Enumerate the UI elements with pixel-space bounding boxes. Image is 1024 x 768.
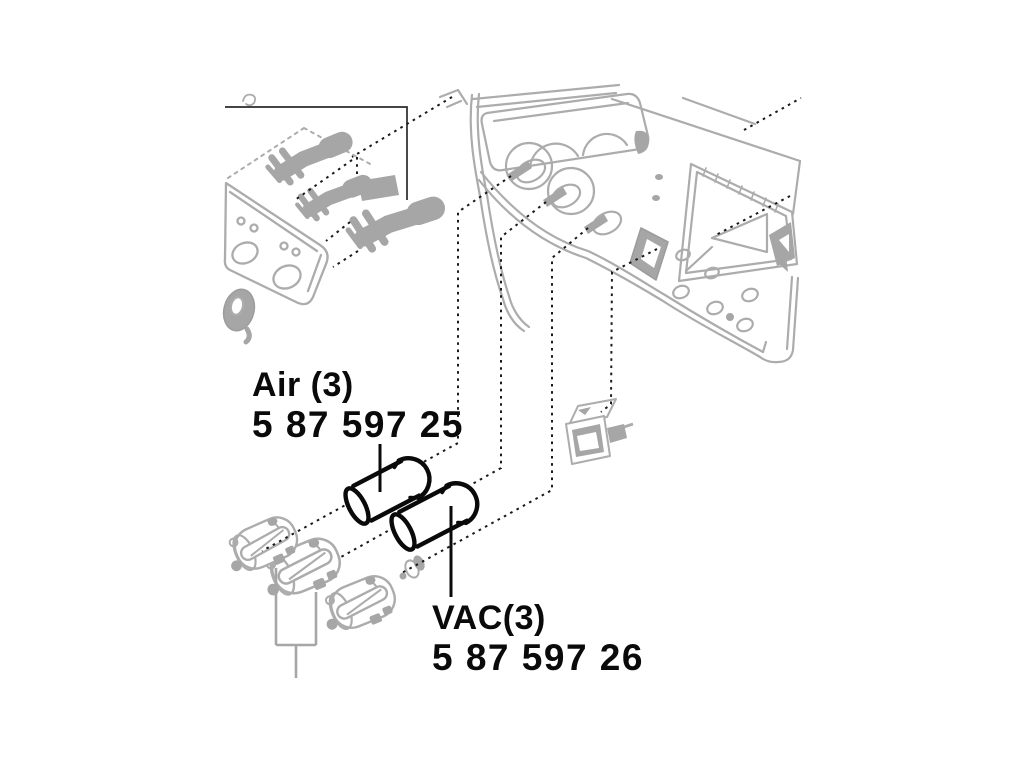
panel-holes	[672, 248, 759, 333]
vacuum-valves	[218, 510, 425, 678]
leader-line-switch	[600, 248, 658, 413]
instrument-panel	[438, 83, 802, 364]
air-callout: Air (3) 5 87 597 25	[252, 366, 464, 445]
mount-corner	[438, 88, 469, 109]
panel-align-line	[351, 96, 453, 158]
radio-opening	[677, 162, 799, 283]
air-part-number: 5 87 597 25	[252, 404, 464, 445]
rocker-switch	[565, 398, 634, 465]
valves-leader-bracket	[274, 568, 318, 678]
air-part-label: Air (3)	[252, 366, 354, 404]
lever-stub	[584, 214, 608, 234]
leader-line-coupler	[399, 227, 589, 575]
leader-lines	[261, 96, 802, 575]
vac-callout: VAC(3) 5 87 597 26	[432, 599, 644, 678]
lever-stub	[508, 161, 532, 181]
lever-stub	[543, 187, 567, 207]
reference-bracket	[225, 106, 408, 200]
panel-knob	[222, 288, 256, 345]
vac-part-number: 5 87 597 26	[432, 637, 644, 678]
vacuum-hose-adapter	[389, 481, 480, 552]
air-hose-adapter	[343, 456, 432, 526]
connector-axes	[294, 159, 359, 268]
vac-part-label: VAC(3)	[432, 599, 546, 637]
small-coupler	[399, 555, 425, 580]
windshield-line	[743, 97, 802, 131]
